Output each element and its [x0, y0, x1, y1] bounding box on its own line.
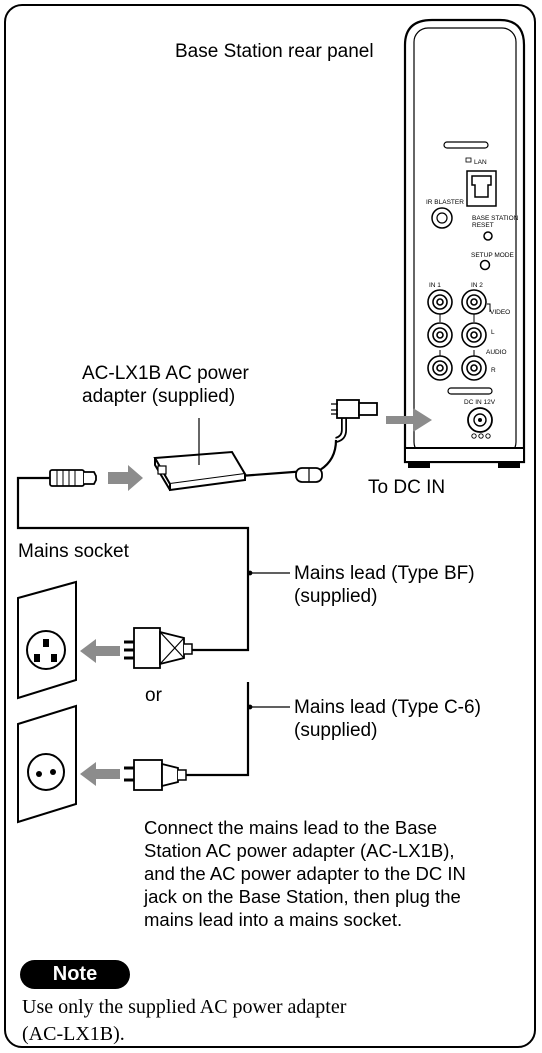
lan-port [466, 170, 497, 207]
setup-mode-label: SETUP MODE [471, 252, 515, 259]
mains-socket-label: Mains socket [18, 541, 129, 562]
adapter-label: AC-LX1B AC power adapter (supplied) [82, 363, 249, 407]
rear-panel-title: Base Station rear panel [175, 41, 374, 62]
audio-l-label: L [491, 329, 495, 336]
dc-in-label: DC IN 12V [464, 399, 496, 406]
ac-adapter [153, 418, 247, 492]
arrow-to-socket-bf [80, 639, 120, 663]
leader-lines [247, 570, 290, 710]
setup-mode-button [479, 259, 491, 271]
note-badge: Note [20, 960, 130, 989]
reset-button [483, 231, 493, 241]
lead-c6-label: Mains lead (Type C-6) (supplied) [294, 697, 481, 741]
note-text: Use only the supplied AC power adapter (… [22, 996, 347, 1045]
video-label: VIDEO [490, 309, 510, 316]
dc-plug [331, 399, 378, 443]
reset-label-2: RESET [472, 222, 494, 229]
instruction-caption: Connect the mains lead to the Base Stati… [144, 817, 466, 930]
audio-r-label: R [491, 367, 496, 374]
base-station-rear-panel: LAN IR BLASTER BASE STATION RESET SETUP … [403, 18, 526, 468]
arrow-to-adapter [108, 465, 143, 491]
connection-arrows [80, 408, 432, 786]
audio-label: AUDIO [486, 349, 507, 356]
lan-label: LAN [474, 159, 487, 166]
or-label: or [145, 685, 162, 706]
in2-label: IN 2 [471, 282, 483, 289]
lead-bf-label: Mains lead (Type BF) (supplied) [294, 563, 475, 607]
plug-type-bf [124, 627, 193, 669]
plug-type-c6 [124, 759, 187, 791]
in1-label: IN 1 [429, 282, 441, 289]
reset-label-1: BASE STATION [472, 215, 519, 222]
av-jacks [427, 289, 487, 381]
ir-blaster-label: IR BLASTER [426, 199, 464, 206]
to-dc-in-label: To DC IN [368, 477, 446, 498]
appliance-connector [49, 469, 97, 487]
mains-socket-c6 [17, 704, 77, 824]
mains-socket-bf [17, 580, 77, 700]
arrow-to-dc-in [386, 408, 432, 432]
arrow-to-socket-c6 [80, 762, 120, 786]
